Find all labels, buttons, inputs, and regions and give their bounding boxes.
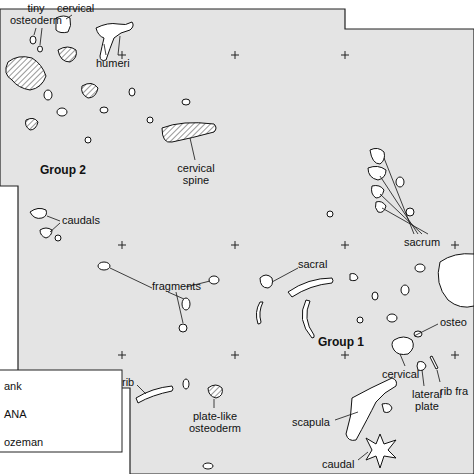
part-label: cervical	[382, 368, 419, 380]
part-label: lateral plate	[405, 388, 449, 412]
part-label: humeri	[96, 57, 130, 69]
group-label: Group 1	[318, 336, 364, 348]
legend-text: ANA	[4, 408, 27, 420]
part-label: rib fra	[440, 385, 468, 397]
legend-text: ozeman	[4, 436, 43, 448]
part-label: tiny osteoderm	[10, 2, 62, 26]
part-label: fragments	[152, 280, 201, 292]
part-label: rib	[122, 376, 134, 388]
legend-text: ank	[4, 380, 22, 392]
part-label: scapula	[292, 416, 330, 428]
part-label: cervical	[57, 2, 94, 14]
part-label: sacral	[298, 258, 327, 270]
part-label: cervical spine	[170, 162, 222, 186]
part-label: caudals	[62, 214, 100, 226]
part-label: osteo	[440, 316, 467, 328]
part-label: plate-like osteoderm	[180, 410, 250, 434]
part-label: sacrum	[404, 236, 440, 248]
group-label: Group 2	[40, 164, 86, 176]
part-label: caudal	[322, 458, 354, 470]
